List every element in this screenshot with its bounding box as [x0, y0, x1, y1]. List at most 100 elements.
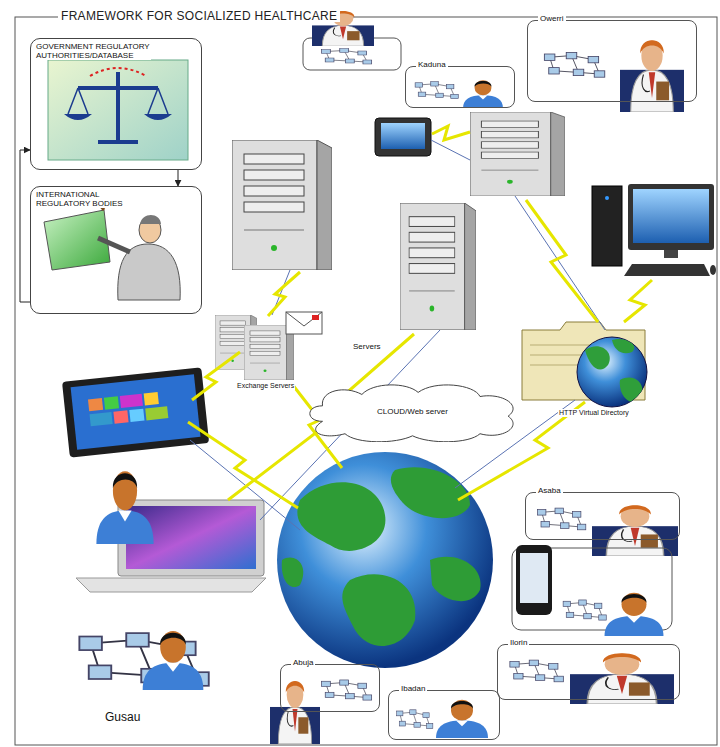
regulator-panel: GOVERNMENT REGULATORY AUTHORITIES/DATABA…	[30, 38, 202, 170]
tablet-device	[145, 406, 168, 420]
virtual-directory-icon	[577, 337, 647, 407]
desktop-computer	[633, 189, 709, 243]
gusau-figures	[79, 631, 208, 690]
tablet-device	[129, 409, 144, 422]
tablet-device	[104, 396, 119, 409]
phone-box	[605, 593, 664, 636]
network-wire	[515, 196, 605, 330]
phone-box	[512, 545, 672, 636]
abuja-figures	[270, 681, 320, 744]
city-box: Ibadan	[388, 690, 500, 740]
city-box: Ilorin	[497, 644, 680, 700]
phone-box	[563, 600, 606, 620]
desktop-computer	[664, 250, 678, 258]
laptop-computer	[76, 500, 266, 592]
abuja-figures	[322, 680, 372, 700]
connector-arrow	[178, 170, 179, 186]
network-wire	[190, 140, 605, 530]
internet-globe	[282, 467, 481, 646]
server-tower	[400, 203, 476, 330]
desktop-computer	[624, 264, 710, 276]
node-label: Ilorin	[508, 639, 529, 647]
server-label: Servers	[352, 343, 382, 352]
node-label: Ibadan	[399, 685, 427, 693]
node-label: INTERNATIONAL REGULATORY BODIES	[36, 190, 151, 208]
node-label: CLOUD/Web server	[375, 407, 450, 416]
node-label: Asaba	[536, 487, 563, 495]
ilorin-figures	[510, 653, 674, 704]
presenter-figure	[44, 200, 180, 300]
wireless-link	[188, 126, 652, 508]
ibadan-figures	[397, 700, 488, 738]
exchange-server-icon	[286, 312, 322, 326]
laptop-computer	[76, 578, 266, 592]
virtual-directory-icon	[585, 339, 642, 403]
wireless-link	[192, 352, 240, 400]
connector-arrow	[20, 150, 30, 302]
tablet-device	[62, 367, 209, 457]
virtual-directory-icon	[585, 346, 610, 369]
internet-globe	[391, 467, 470, 518]
node-label: GOVERNMENT REGULATORY AUTHORITIES/DATABA…	[36, 42, 151, 60]
kaduna-figures	[463, 80, 503, 108]
tablet-device	[113, 410, 128, 423]
city-box: Kaduna	[405, 66, 515, 108]
internet-globe	[342, 574, 415, 646]
justice-scales	[68, 88, 168, 114]
justice-scales	[90, 68, 146, 76]
asaba-figures	[538, 508, 586, 530]
virtual-directory-icon	[612, 339, 634, 353]
handheld-device	[375, 118, 431, 156]
justice-scales	[78, 72, 158, 142]
tablet-device	[90, 412, 113, 426]
internet-globe	[430, 557, 481, 601]
city-box: Owerri	[527, 20, 697, 102]
phone-box	[520, 553, 548, 603]
tablet-device	[144, 392, 159, 405]
node-label: Abuja	[291, 659, 315, 667]
tablet-device	[62, 367, 209, 457]
ibadan-figures	[436, 700, 488, 738]
network-wire	[431, 140, 470, 160]
justice-scales	[48, 60, 188, 160]
wireless-link	[432, 126, 470, 140]
server-tower	[232, 140, 332, 270]
directory-label: HTTP Virtual Directory	[558, 409, 630, 417]
ibadan-figures	[397, 710, 433, 729]
city-box: Asaba	[525, 492, 680, 540]
internet-globe	[282, 558, 304, 587]
kaduna-figures	[415, 80, 503, 108]
kaduna-figures	[415, 82, 458, 99]
wireless-link	[268, 272, 300, 316]
phone-box	[516, 545, 552, 615]
handheld-device	[375, 118, 431, 156]
server-tower	[470, 112, 565, 196]
framework-frame	[15, 17, 717, 745]
exchange-server-icon	[286, 312, 322, 334]
diagram-title: FRAMEWORK FOR SOCIALIZED HEALTHCARE	[58, 10, 340, 22]
ilorin-figures	[510, 660, 563, 682]
desktop-computer	[592, 186, 622, 266]
city-box: Abuja	[280, 664, 380, 712]
clinic-box	[322, 49, 372, 65]
virtual-directory-icon	[522, 322, 647, 407]
desktop-computer	[710, 265, 716, 275]
node-label: Kaduna	[416, 61, 448, 69]
exchange-server-icon	[312, 315, 319, 320]
tablet-device	[88, 398, 103, 411]
wireless-link	[624, 280, 652, 322]
desktop-computer	[628, 184, 714, 250]
desktop-computer	[605, 196, 609, 200]
presenter-figure	[98, 238, 130, 252]
tablet-device	[71, 374, 201, 450]
desktop-computer	[592, 184, 716, 276]
network-wire	[190, 440, 300, 530]
cloud-shape: CLOUD/Web server	[300, 380, 525, 442]
user-figure	[96, 471, 153, 544]
internet-globe	[297, 482, 385, 551]
owerri-figures	[544, 52, 604, 77]
city-name: Gusau	[104, 711, 141, 724]
